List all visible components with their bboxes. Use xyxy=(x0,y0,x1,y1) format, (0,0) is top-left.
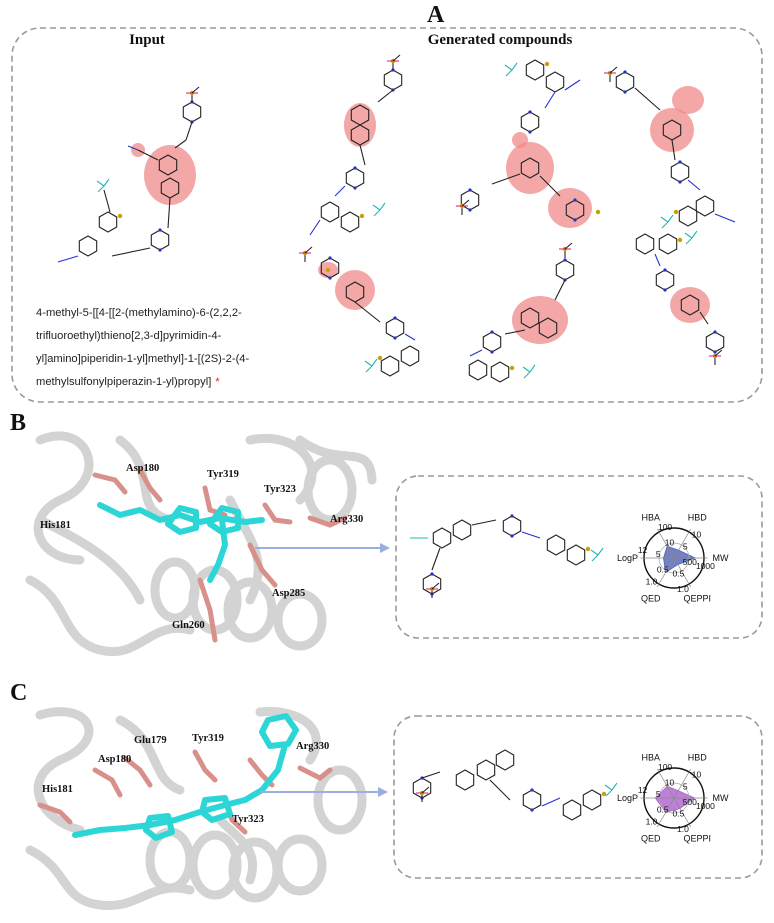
radar-b-tick-hbd-1: 10 xyxy=(692,530,702,540)
panel-a-frame xyxy=(11,27,763,403)
radar-c-label-qed: QED xyxy=(641,833,661,843)
radar-b-label-qeppi: QEPPI xyxy=(683,593,711,603)
radar-b-tick-logp-2: 5 xyxy=(656,549,661,559)
input-header: Input xyxy=(129,32,165,48)
radar-b-tick-qed-2: 0.5 xyxy=(657,565,669,575)
panel-a-letter: A xyxy=(427,2,445,28)
radar-c-tick-qeppi-2: 0.5 xyxy=(673,809,685,819)
res-c-asp180: Asp180 xyxy=(98,754,131,765)
res-b-arg330: Arg330 xyxy=(330,514,363,525)
generated-compound-4 xyxy=(298,246,420,377)
radar-chart-c: HBA10010HBD105MW1000500QEPPI1.00.5QED1.0… xyxy=(617,753,729,844)
iupac-line-2: trifluoroethyl)thieno[2,3-d]pyrimidin-4- xyxy=(36,330,222,342)
radar-c-label-qeppi: QEPPI xyxy=(683,833,711,843)
radar-b-label-logp: LogP xyxy=(617,553,638,563)
radar-b-tick-logp-1: 12 xyxy=(638,545,648,555)
radar-c-spoke-hba xyxy=(656,768,675,799)
radar-b-label-qed: QED xyxy=(641,593,661,603)
radar-b-tick-hba-1: 100 xyxy=(658,522,672,532)
panel-b-inset-molecule xyxy=(410,513,604,599)
radar-b-tick-mw-1: 1000 xyxy=(696,561,715,571)
radar-c-tick-mw-1: 1000 xyxy=(696,801,715,811)
generated-compound-6 xyxy=(635,230,725,366)
res-b-his181: His181 xyxy=(40,520,71,531)
radar-c-tick-hbd-2: 5 xyxy=(683,781,688,791)
radar-b-spoke-hba xyxy=(656,528,675,559)
radar-b-label-hba: HBA xyxy=(641,513,660,523)
panel-b-inset-frame xyxy=(395,475,763,639)
panel-b-letter: B xyxy=(10,410,26,436)
radar-c-tick-qed-1: 1.0 xyxy=(646,816,658,826)
radar-b-tick-qed-1: 1.0 xyxy=(646,576,658,586)
radar-c-tick-hbd-1: 10 xyxy=(692,770,702,780)
res-b-tyr319: Tyr319 xyxy=(207,469,239,480)
res-b-asp180: Asp180 xyxy=(126,463,159,474)
radar-c-label-hba: HBA xyxy=(641,753,660,763)
radar-c-tick-logp-1: 12 xyxy=(638,785,648,795)
radar-b-tick-hbd-2: 5 xyxy=(683,541,688,551)
panel-b: B xyxy=(10,410,763,657)
radar-c-spoke-qeppi xyxy=(673,797,692,828)
radar-c-label-mw: MW xyxy=(713,793,729,803)
res-c-tyr319: Tyr319 xyxy=(192,733,224,744)
radar-c-tick-qed-2: 0.5 xyxy=(657,805,669,815)
radar-c-label-logp: LogP xyxy=(617,793,638,803)
panel-c-inset-frame xyxy=(393,715,763,879)
radar-c-spoke-qed xyxy=(656,797,675,828)
radar-chart-b: HBA10010HBD105MW1000500QEPPI1.00.5QED1.0… xyxy=(617,513,729,604)
generated-compound-1 xyxy=(309,54,403,236)
generated-compound-3 xyxy=(603,66,736,229)
radar-c-tick-hba-1: 100 xyxy=(658,762,672,772)
radar-b-spoke-qeppi xyxy=(673,557,692,588)
radar-c-spoke-hbd xyxy=(673,768,692,799)
res-b-tyr323: Tyr323 xyxy=(264,484,296,495)
radar-b-tick-hba-2: 10 xyxy=(665,537,675,547)
radar-b-tick-qeppi-1: 1.0 xyxy=(677,584,689,594)
radar-c-tick-mw-2: 500 xyxy=(683,797,697,807)
radar-b-tick-mw-2: 500 xyxy=(683,557,697,567)
radar-b-spoke-qed xyxy=(656,557,675,588)
panel-b-arrowhead xyxy=(380,543,390,553)
res-c-his181: His181 xyxy=(42,784,73,795)
radar-b-spoke-hbd xyxy=(673,528,692,559)
radar-c-label-hbd: HBD xyxy=(688,753,708,763)
radar-b-tick-qeppi-2: 0.5 xyxy=(673,569,685,579)
res-b-asp285: Asp285 xyxy=(272,588,305,599)
panel-c-ligand xyxy=(72,713,299,841)
iupac-line-4: methylsulfonylpiperazin-1-yl)propyl]* xyxy=(36,376,220,388)
panel-c-inset-molecule xyxy=(412,749,618,821)
generated-compound-5 xyxy=(468,242,575,383)
panel-a: A Input Generated compounds xyxy=(11,2,763,403)
panel-c-letter: C xyxy=(10,680,27,706)
radar-c-tick-qeppi-1: 1.0 xyxy=(677,824,689,834)
input-molecule xyxy=(57,86,202,263)
panel-c-arrowhead xyxy=(378,787,388,797)
generated-compound-2 xyxy=(455,59,601,228)
iupac-line-3: yl]amino]piperidin-1-yl]methyl]-1-[(2S)-… xyxy=(36,353,250,365)
panel-c: C Glu179 xyxy=(10,680,763,911)
iupac-line-1: 4-methyl-5-[[4-[[2-(methylamino)-6-(2,2,… xyxy=(36,307,242,319)
panel-b-residue-sticks xyxy=(92,467,348,643)
res-b-gln260: Gln260 xyxy=(172,620,205,631)
radar-c-tick-hba-2: 10 xyxy=(665,777,675,787)
radar-c-tick-logp-2: 5 xyxy=(656,789,661,799)
res-c-tyr323: Tyr323 xyxy=(232,814,264,825)
radar-b-label-hbd: HBD xyxy=(688,513,708,523)
generated-header: Generated compounds xyxy=(428,32,573,48)
panel-b-ligand xyxy=(97,502,265,583)
res-c-glu179: Glu179 xyxy=(134,735,167,746)
radar-b-label-mw: MW xyxy=(713,553,729,563)
res-c-arg330: Arg330 xyxy=(296,741,329,752)
